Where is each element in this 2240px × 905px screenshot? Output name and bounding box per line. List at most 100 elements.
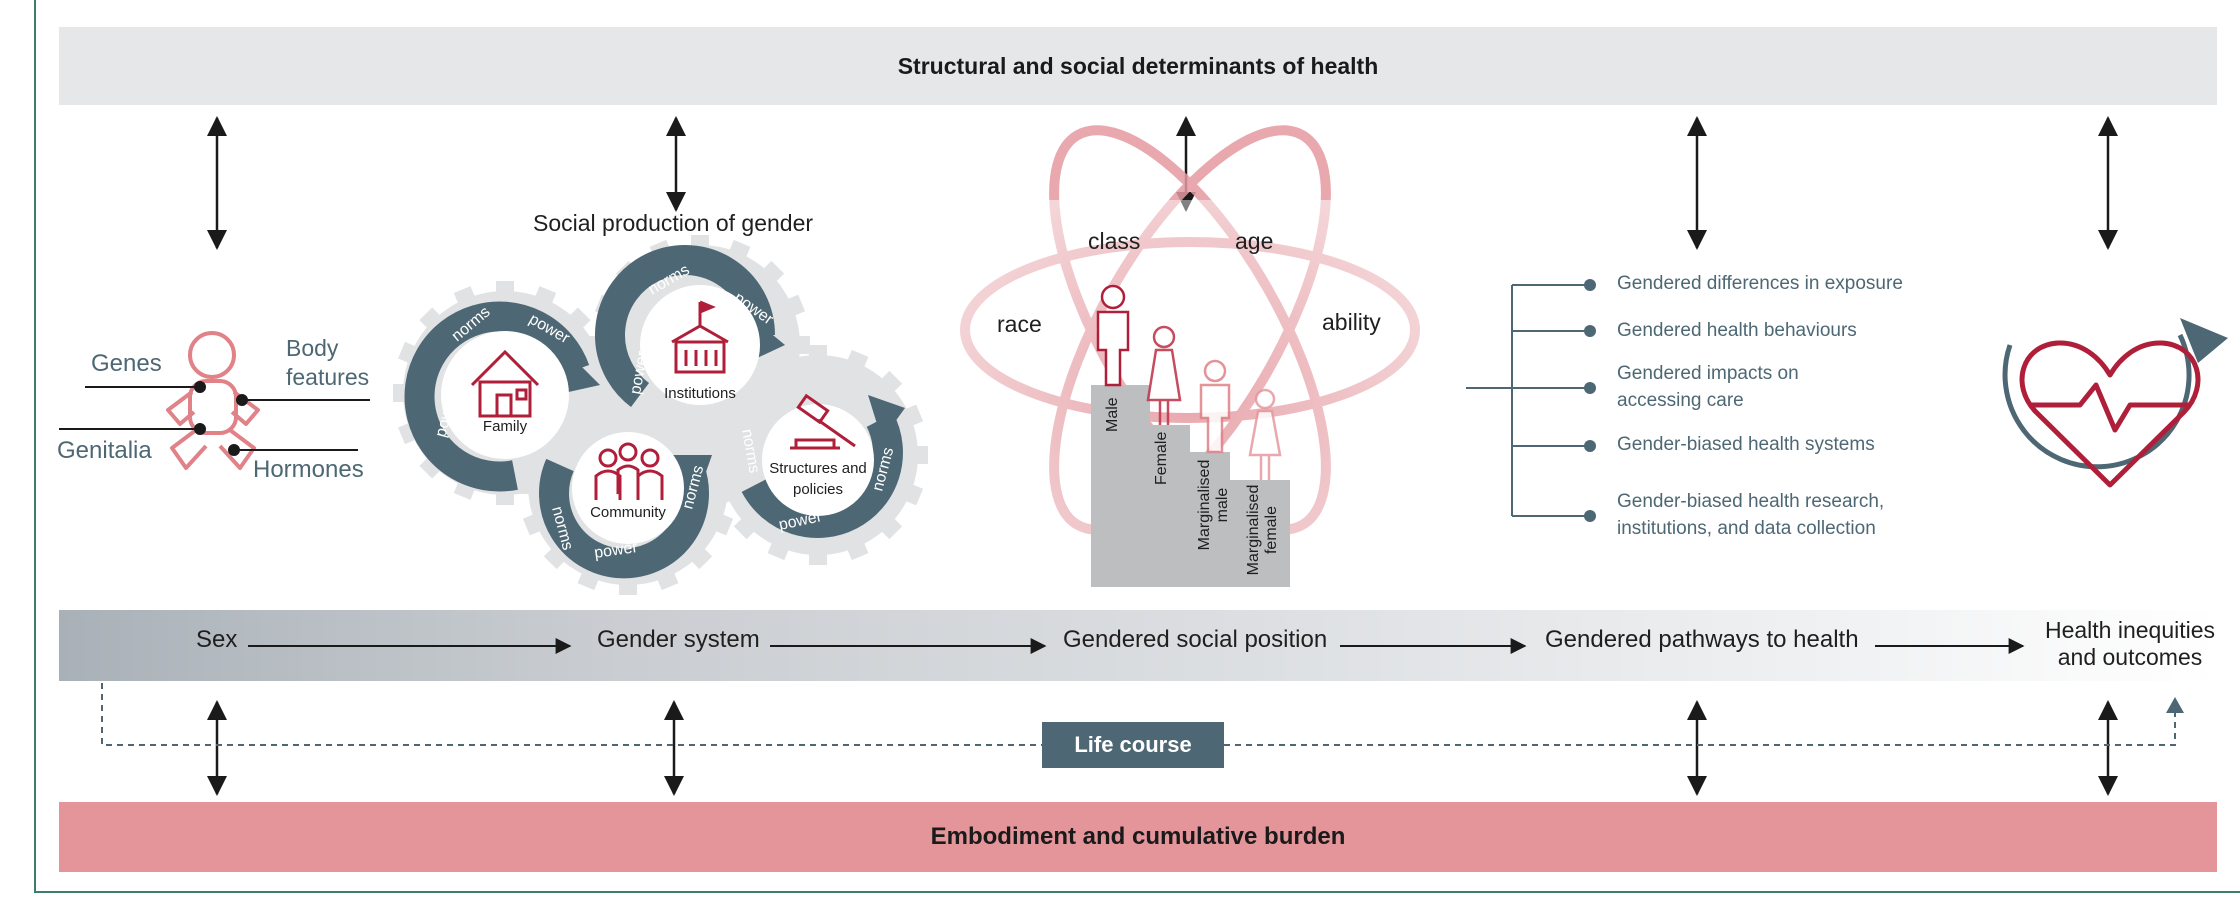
life-course-label: Life course — [1042, 722, 1224, 768]
baby-icon — [166, 331, 260, 470]
step-label-marginalised-female: Marginalised female — [1245, 484, 1280, 576]
outcomes-line2: and outcomes — [2057, 644, 2203, 670]
gear-tooth — [566, 307, 591, 332]
class-label: class — [1088, 228, 1141, 254]
genitalia-label: Genitalia — [57, 437, 152, 464]
pathway-item-5-line2: institutions, and data collection — [1617, 518, 1876, 539]
podium-steps — [1091, 385, 1290, 587]
gear-tooth — [878, 370, 903, 395]
step-label-female: Female — [1153, 431, 1170, 485]
gear-tooth — [845, 349, 869, 372]
gear-tooth — [727, 239, 751, 262]
gear-tooth — [522, 512, 545, 536]
outcomes-line1: Health inequities — [2044, 617, 2216, 643]
life-course-line — [101, 683, 2176, 746]
gear-tooth — [809, 549, 827, 565]
pathway-item-5-line1: Gender-biased health research, — [1617, 491, 1885, 512]
gear-tooth — [577, 568, 601, 591]
ring-word-power-5: power — [593, 539, 639, 562]
gear-tooth — [615, 405, 640, 430]
gear-tooth — [712, 482, 735, 506]
gear-tooth — [453, 286, 477, 308]
gear-tooth — [901, 482, 924, 506]
pathway-item-1: Gendered differences in exposure — [1617, 273, 1903, 294]
gear-tooth — [767, 349, 791, 372]
body-features-line2: features — [286, 364, 370, 390]
ring-family — [404, 301, 590, 492]
structures-label: Structures and policies — [758, 458, 878, 500]
ring-structures — [741, 413, 903, 538]
structural-determinants-band: Structural and social determinants of he… — [59, 27, 2217, 105]
top-arrows — [207, 116, 2118, 250]
pathway-item-2: Gendered health behaviours — [1617, 320, 1857, 341]
genes-label: Genes — [91, 350, 162, 377]
gear-tooth — [878, 515, 903, 540]
gear-tooth — [794, 336, 810, 354]
pathway-item-5: Gender-biased health research, instituti… — [1617, 488, 1884, 542]
step-label-marginalised-male: Marginalised male — [1196, 459, 1231, 551]
gear-tooth — [419, 454, 444, 479]
gear-tooth — [496, 281, 514, 297]
stage-sex: Sex — [196, 626, 238, 653]
body-features-label: Body features — [286, 334, 369, 392]
gear-tooth — [543, 545, 568, 570]
gear-tooth — [496, 489, 514, 505]
family-label: Family — [482, 418, 528, 435]
pathways-dots — [1584, 279, 1596, 522]
people-icon — [594, 442, 664, 500]
age-label: age — [1235, 228, 1274, 254]
stage-gendered-social-position: Gendered social position — [1063, 626, 1328, 653]
gear-tooth — [912, 446, 928, 464]
biology-pointers — [59, 381, 370, 456]
gear-tooth — [708, 446, 724, 464]
gear-tooth — [727, 428, 751, 451]
structural-determinants-label: Structural and social determinants of he… — [897, 52, 1379, 79]
institutions-label: Institutions — [664, 385, 736, 402]
pathways-bracket — [1466, 284, 1590, 517]
cycle-arrow-icon — [2002, 333, 2192, 470]
gear-tooth — [733, 515, 758, 540]
pathway-item-3: Gendered impacts on accessing care — [1617, 360, 1799, 414]
gear-tooth — [767, 538, 791, 561]
gear-tooth — [533, 286, 557, 308]
gear-tooth — [619, 579, 637, 595]
figure-male — [1096, 284, 1130, 387]
figure-marginalised-female — [1248, 388, 1282, 480]
body-features-line1: Body — [286, 335, 339, 361]
figure-female — [1146, 325, 1182, 425]
heart-rate-icon — [2019, 340, 2201, 488]
gear-tooth — [809, 345, 827, 361]
ring-community — [539, 458, 709, 579]
gear-tooth — [688, 400, 713, 425]
figure-frame — [34, 0, 2240, 893]
community-label: Community — [590, 504, 666, 521]
pathway-item-3-line2: accessing care — [1617, 390, 1744, 411]
hormones-label: Hormones — [253, 456, 364, 483]
gear-tooth — [783, 372, 806, 396]
gear-rings — [404, 245, 903, 579]
cycle-arrowhead — [2180, 318, 2228, 363]
embodiment-label: Embodiment and cumulative burden — [930, 823, 1346, 850]
gear-tooth — [688, 545, 713, 570]
stage-health-outcomes: Health inequities and outcomes — [2030, 617, 2230, 671]
school-icon — [671, 300, 729, 374]
gear-tooth — [760, 405, 785, 430]
bottom-arrows — [207, 700, 2118, 796]
stage-gendered-pathways: Gendered pathways to health — [1545, 626, 1859, 653]
gears-title: Social production of gender — [533, 210, 814, 236]
gear-tooth — [711, 512, 734, 536]
structures-line1: Structures and — [769, 460, 867, 477]
pathway-item-4: Gender-biased health systems — [1617, 434, 1875, 455]
gear-tooth — [419, 307, 444, 332]
figure-marginalised-male — [1199, 359, 1231, 454]
gear-tooth — [518, 476, 534, 494]
gear-tooth — [655, 568, 679, 591]
gear-tooth — [901, 404, 924, 428]
gear-tooth — [845, 538, 869, 561]
structures-line2: policies — [792, 481, 844, 498]
gear-tooth — [783, 294, 806, 318]
step-label-male: Male — [1104, 397, 1121, 432]
race-label: race — [997, 311, 1042, 337]
gear-tooth — [712, 404, 735, 428]
